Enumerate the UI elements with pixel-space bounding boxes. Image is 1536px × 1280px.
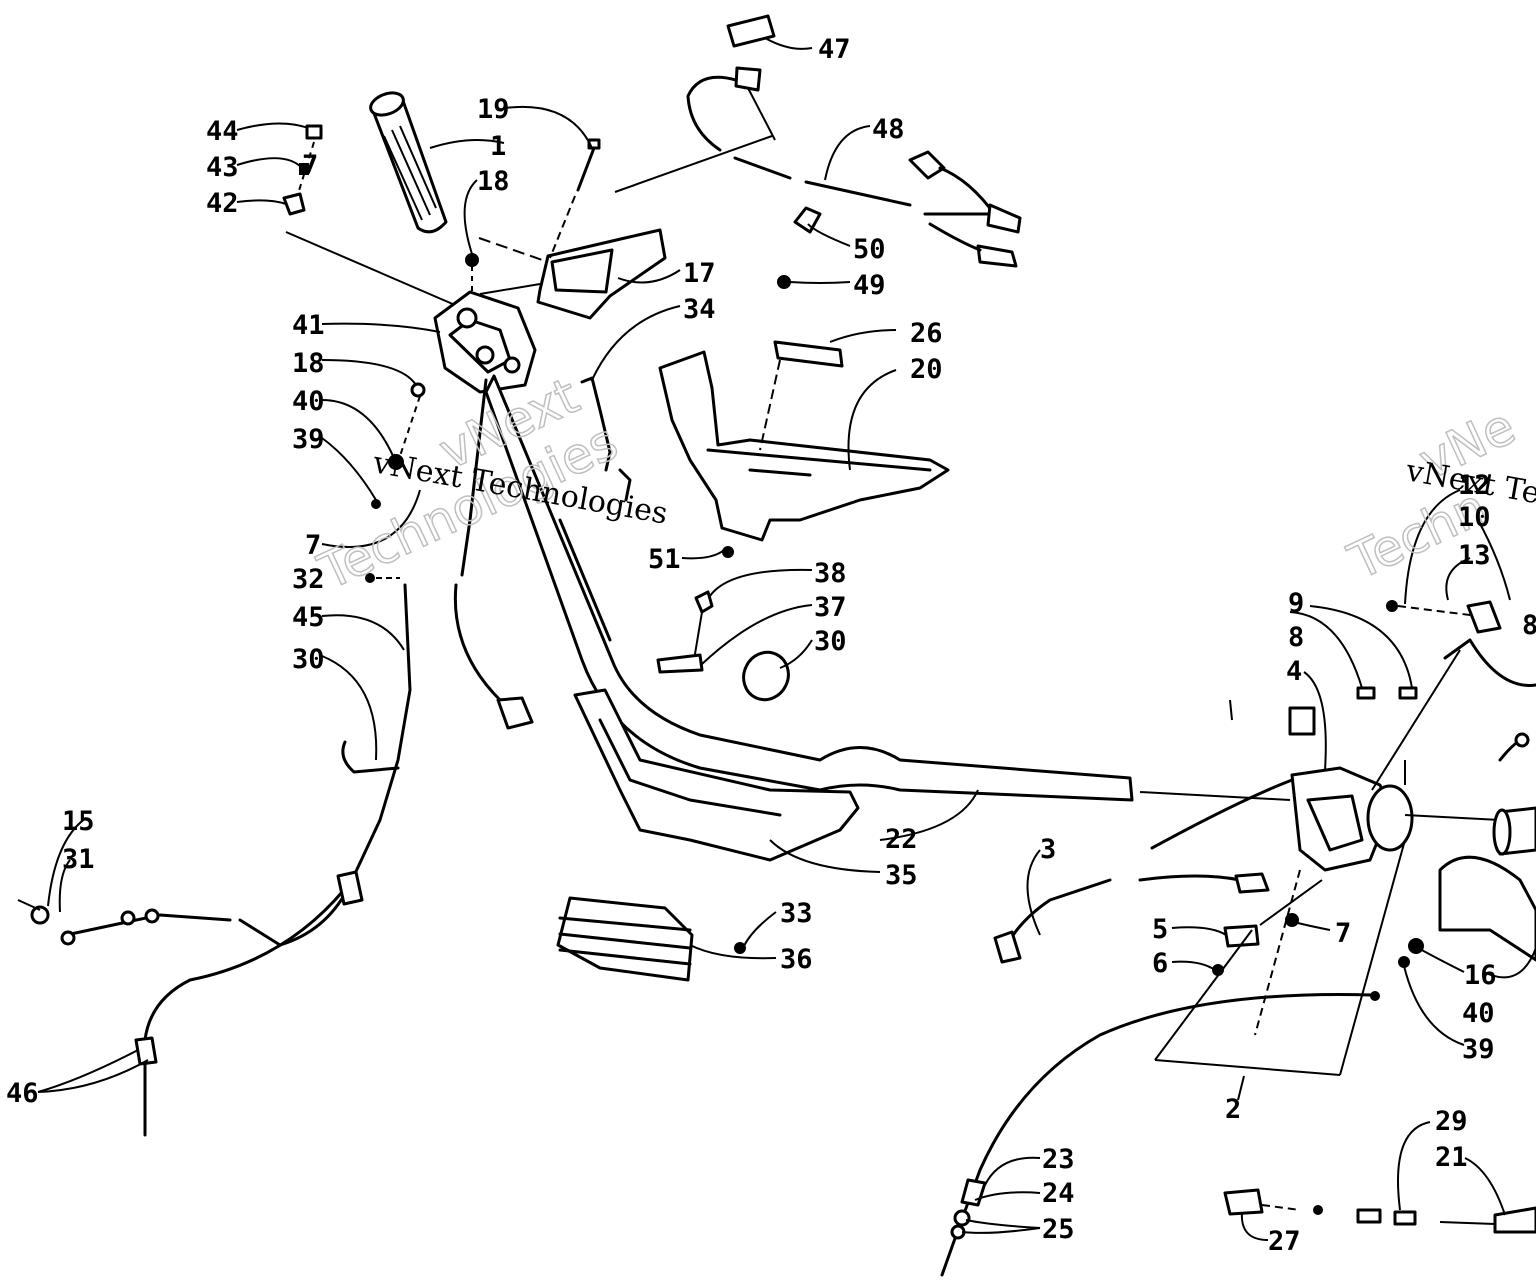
callout-48: 48 (872, 114, 905, 145)
callout-24: 24 (1042, 1178, 1075, 1209)
callout-8-edge: 8 (1522, 610, 1536, 641)
pad-hardware (656, 590, 790, 702)
callout-32: 32 (292, 564, 325, 595)
callout-43: 43 (206, 152, 239, 183)
brake-lever-bracket (478, 228, 667, 320)
callout-4: 4 (1286, 656, 1302, 687)
callout-10: 10 (1458, 502, 1491, 533)
part-drawings (17, 14, 1536, 1277)
callout-13: 13 (1458, 540, 1491, 571)
callout-30-left: 30 (292, 644, 325, 675)
callout-49: 49 (853, 270, 886, 301)
callout-45: 45 (292, 602, 325, 633)
callout-7-left: 7 (305, 530, 321, 561)
callout-39-right: 39 (1462, 1034, 1495, 1065)
spring-part (580, 376, 632, 502)
decal-outline (1154, 760, 1406, 1076)
callout-40-right: 40 (1462, 998, 1495, 1029)
callout-5: 5 (1152, 914, 1168, 945)
callout-38: 38 (814, 558, 847, 589)
callout-33: 33 (780, 898, 813, 929)
lower-hardware (1223, 1188, 1536, 1234)
leader-lines (37, 37, 1536, 1241)
callout-50: 50 (853, 234, 886, 265)
callout-9: 9 (1288, 588, 1304, 619)
callout-47: 47 (818, 34, 851, 65)
callout-18: 18 (292, 348, 325, 379)
callout-17: 17 (683, 258, 716, 289)
callout-30-center: 30 (814, 626, 847, 657)
callout-18-top: 18 (477, 166, 510, 197)
callout-51: 51 (648, 544, 681, 575)
throttle-cable (17, 573, 412, 1137)
callout-46: 46 (6, 1078, 39, 1109)
callout-22: 22 (885, 824, 918, 855)
callout-labels: 1 2 3 4 5 6 7 7 7 8 8 9 10 12 13 15 16 1… (6, 34, 1536, 1257)
callout-2: 2 (1225, 1094, 1241, 1125)
callout-25: 25 (1042, 1214, 1075, 1245)
callout-3: 3 (1040, 834, 1056, 865)
kill-switch-wire (371, 378, 534, 730)
callout-37: 37 (814, 592, 847, 623)
callout-15: 15 (62, 806, 95, 837)
callout-40-left: 40 (292, 386, 325, 417)
callout-7-right: 7 (1335, 918, 1351, 949)
callout-35: 35 (885, 860, 918, 891)
callout-7-top: 7 (302, 150, 318, 181)
callout-23: 23 (1042, 1144, 1075, 1175)
handlebar-pad (658, 340, 950, 558)
pivot-pin (549, 138, 601, 259)
callout-34: 34 (683, 294, 716, 325)
callout-8: 8 (1288, 622, 1304, 653)
wire-clip (777, 206, 822, 289)
callout-20: 20 (910, 354, 943, 385)
brake-lever-right (1371, 600, 1536, 968)
callout-26: 26 (910, 318, 943, 349)
callout-27: 27 (1268, 1226, 1301, 1257)
callout-12: 12 (1458, 470, 1491, 501)
throttle-block-left (433, 253, 537, 394)
callout-19: 19 (477, 94, 510, 125)
riser-bracket (573, 688, 860, 862)
callout-44: 44 (206, 116, 239, 147)
callout-42: 42 (206, 188, 239, 219)
switch-harness (614, 14, 1022, 268)
callout-41: 41 (292, 310, 325, 341)
hand-grip-part (369, 91, 448, 234)
mount-block (556, 896, 746, 982)
handlebar-tube (484, 374, 1134, 802)
callout-31: 31 (62, 844, 95, 875)
callout-16: 16 (1464, 960, 1497, 991)
throttle-block-right (993, 686, 1501, 1036)
callout-1: 1 (490, 131, 506, 162)
callout-36: 36 (780, 944, 813, 975)
callout-21: 21 (1435, 1142, 1468, 1173)
callout-6: 6 (1152, 948, 1168, 979)
callout-29: 29 (1435, 1106, 1468, 1137)
callout-39-left: 39 (292, 424, 325, 455)
grip-end-hardware (282, 124, 456, 306)
